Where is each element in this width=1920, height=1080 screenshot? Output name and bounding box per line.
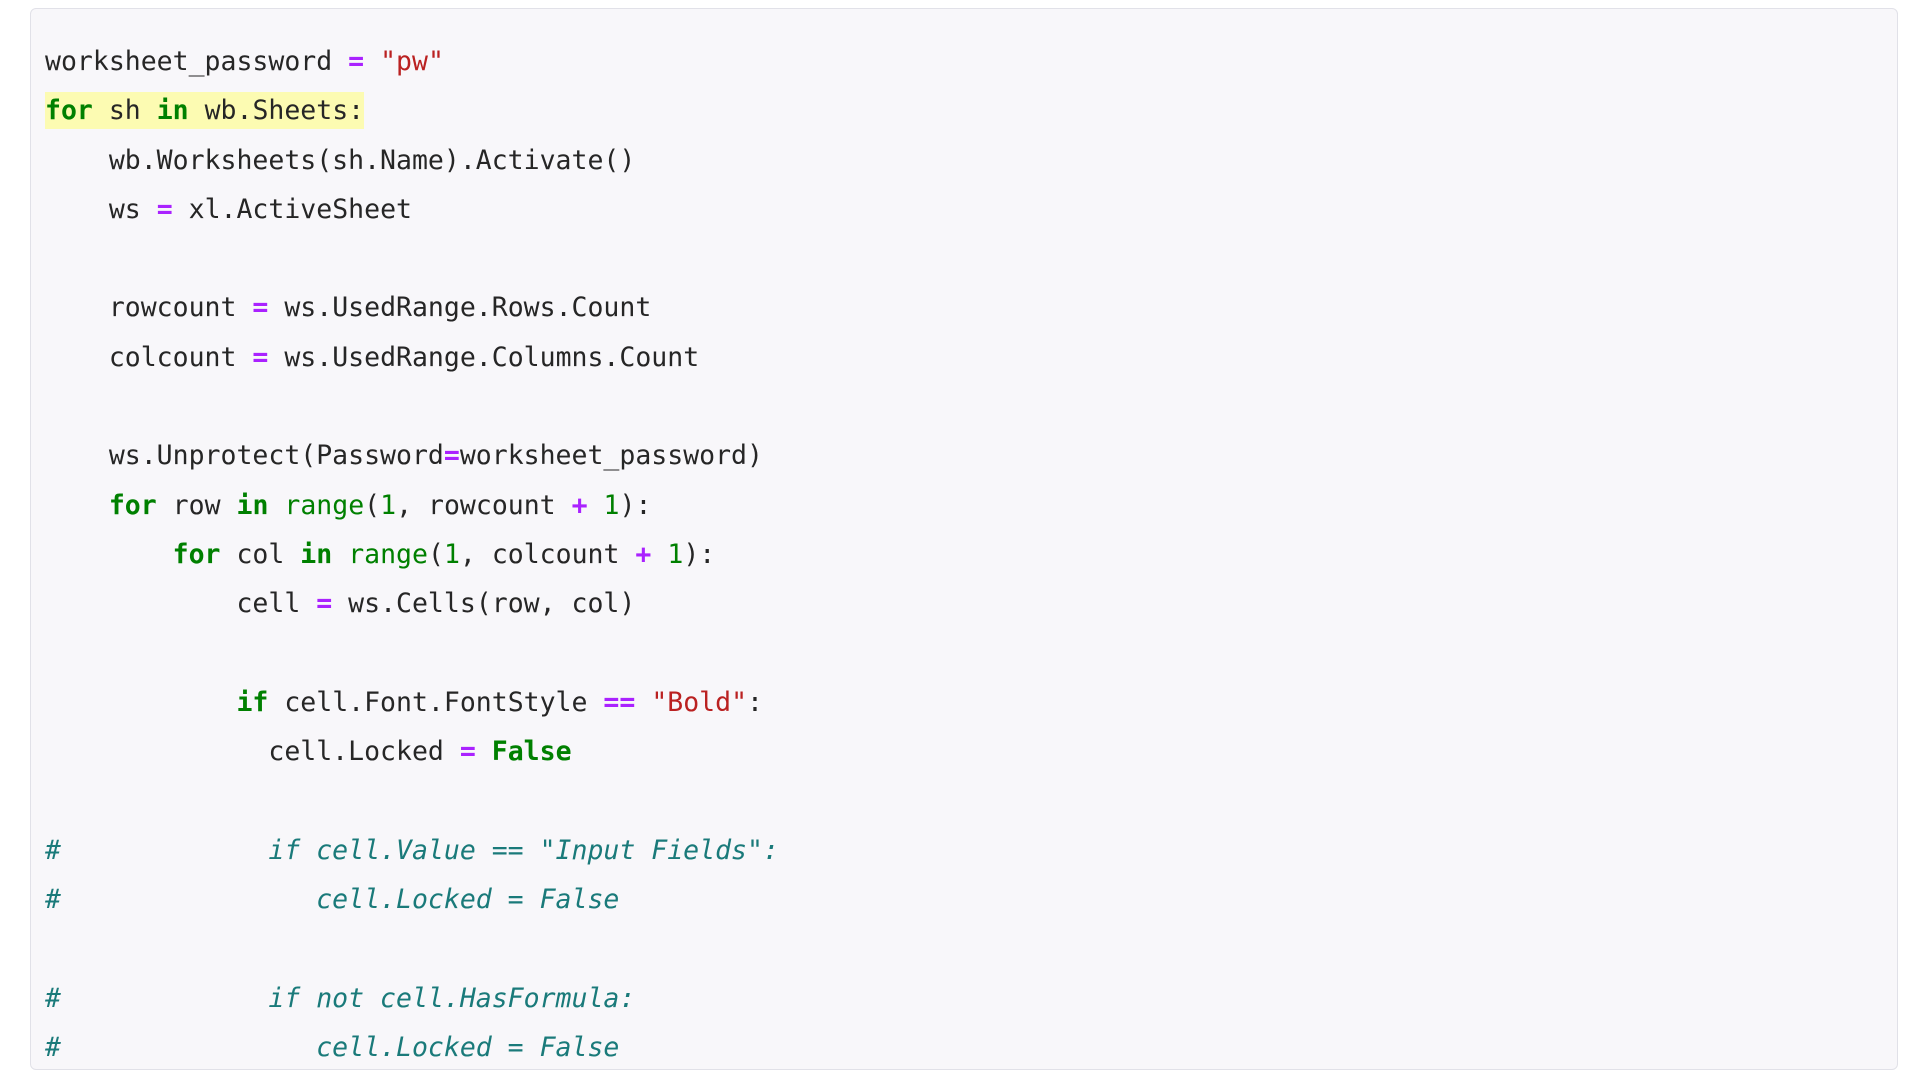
code-line: # cell.Locked = False	[45, 1023, 1897, 1069]
code-token	[45, 539, 173, 570]
code-token: =	[252, 292, 269, 324]
code-token: , colcount	[459, 538, 636, 570]
code-token: range	[284, 489, 365, 521]
code-token	[268, 490, 284, 521]
code-token	[45, 687, 236, 718]
code-line: ​	[45, 629, 1897, 678]
code-line: # if cell.Value == "Input Fields":	[45, 826, 1897, 875]
code-token: wb.Worksheets(sh.Name).Activate()	[45, 144, 636, 176]
code-token: # cell.Locked = False	[45, 1031, 620, 1063]
code-token: ws	[45, 193, 157, 225]
code-token: ):	[683, 538, 716, 570]
code-token: in	[156, 95, 189, 127]
code-token: rowcount	[45, 292, 253, 324]
code-line: ​	[45, 234, 1897, 283]
code-line: cell = ws.Cells(row, col)	[45, 579, 1897, 628]
code-token: =	[252, 341, 269, 373]
code-token: +	[571, 489, 588, 521]
code-line: rowcount = ws.UsedRange.Rows.Count	[45, 283, 1897, 332]
code-token: in	[300, 538, 333, 570]
code-token: (	[364, 489, 381, 521]
code-line: # if not cell.HasFormula:	[45, 974, 1897, 1023]
code-token	[651, 539, 667, 570]
code-line: cell.Locked = False	[45, 727, 1897, 776]
code-token: worksheet_password	[45, 46, 349, 77]
code-token: ws.Cells(row, col)	[332, 588, 636, 620]
code-token	[476, 736, 492, 767]
code-token: ws.Unprotect(Password	[45, 440, 444, 472]
code-token: ==	[603, 686, 636, 718]
code-token: 1	[380, 489, 397, 521]
code-token: =	[348, 46, 365, 77]
code-token: in	[236, 489, 269, 521]
code-token	[635, 687, 651, 718]
code-block-container[interactable]: worksheet_password = "pw" for sh in wb.Sh…	[30, 8, 1898, 1070]
code-line: if cell.Font.FontStyle == "Bold":	[45, 678, 1897, 727]
search-highlight: for sh in wb.Sheets:	[45, 92, 365, 130]
code-token: False	[491, 736, 572, 768]
code-token: cell	[45, 588, 317, 620]
code-token: for	[45, 95, 93, 127]
code-token	[45, 490, 109, 521]
code-token: # if cell.Value == "Input Fields":	[45, 834, 779, 866]
code-line: for row in range(1, rowcount + 1):	[45, 481, 1897, 530]
code-token: row	[156, 489, 237, 521]
code-line: for sh in wb.Sheets:	[45, 86, 1897, 135]
code-line: ​	[45, 382, 1897, 431]
code-line: worksheet_password = "pw"	[45, 37, 1897, 86]
code-token: cell.Locked	[45, 736, 460, 768]
code-token: ws.UsedRange.Columns.Count	[268, 341, 700, 373]
code-line: ​	[45, 776, 1897, 825]
code-token: wb.Sheets:	[188, 95, 365, 127]
code-token: "Bold"	[651, 686, 748, 718]
code-token	[332, 539, 348, 570]
code-line: # cell.Locked = False	[45, 875, 1897, 924]
code-token: (	[427, 538, 444, 570]
code-token: ):	[619, 489, 652, 521]
code-token: sh	[92, 95, 157, 127]
code-line: colcount = ws.UsedRange.Columns.Count	[45, 333, 1897, 382]
code-token	[364, 46, 380, 77]
code-token: # cell.Locked = False	[45, 884, 620, 916]
code-token: =	[443, 440, 460, 472]
code-token: for	[172, 538, 221, 570]
code-token: colcount	[45, 341, 253, 373]
code-token: ws.UsedRange.Rows.Count	[268, 292, 652, 324]
code-token: for	[108, 489, 157, 521]
code-token: if	[236, 686, 269, 718]
code-token: col	[220, 538, 301, 570]
code-token: 1	[443, 538, 460, 570]
code-token: :	[747, 686, 764, 718]
code-token	[588, 490, 604, 521]
code-token: =	[459, 736, 476, 768]
code-token: +	[635, 538, 652, 570]
code-line: ws = xl.ActiveSheet	[45, 185, 1897, 234]
code-token: 1	[603, 489, 620, 521]
code-token: cell.Font.FontStyle	[268, 686, 604, 718]
code-token: 1	[667, 538, 684, 570]
code-line: ws.Unprotect(Password=worksheet_password…	[45, 431, 1897, 480]
code-line: ​	[45, 924, 1897, 973]
code-token: =	[156, 193, 173, 225]
code-token: # if not cell.HasFormula:	[45, 982, 636, 1014]
code-token: , rowcount	[396, 489, 572, 521]
python-code-listing[interactable]: worksheet_password = "pw" for sh in wb.Sh…	[31, 9, 1897, 1069]
code-token: =	[316, 588, 333, 620]
code-line: wb.Worksheets(sh.Name).Activate()	[45, 136, 1897, 185]
code-token: "pw"	[380, 46, 444, 77]
code-token: worksheet_password)	[459, 440, 763, 472]
code-token: xl.ActiveSheet	[172, 193, 412, 225]
code-line: for col in range(1, colcount + 1):	[45, 530, 1897, 579]
code-token: range	[348, 538, 428, 570]
